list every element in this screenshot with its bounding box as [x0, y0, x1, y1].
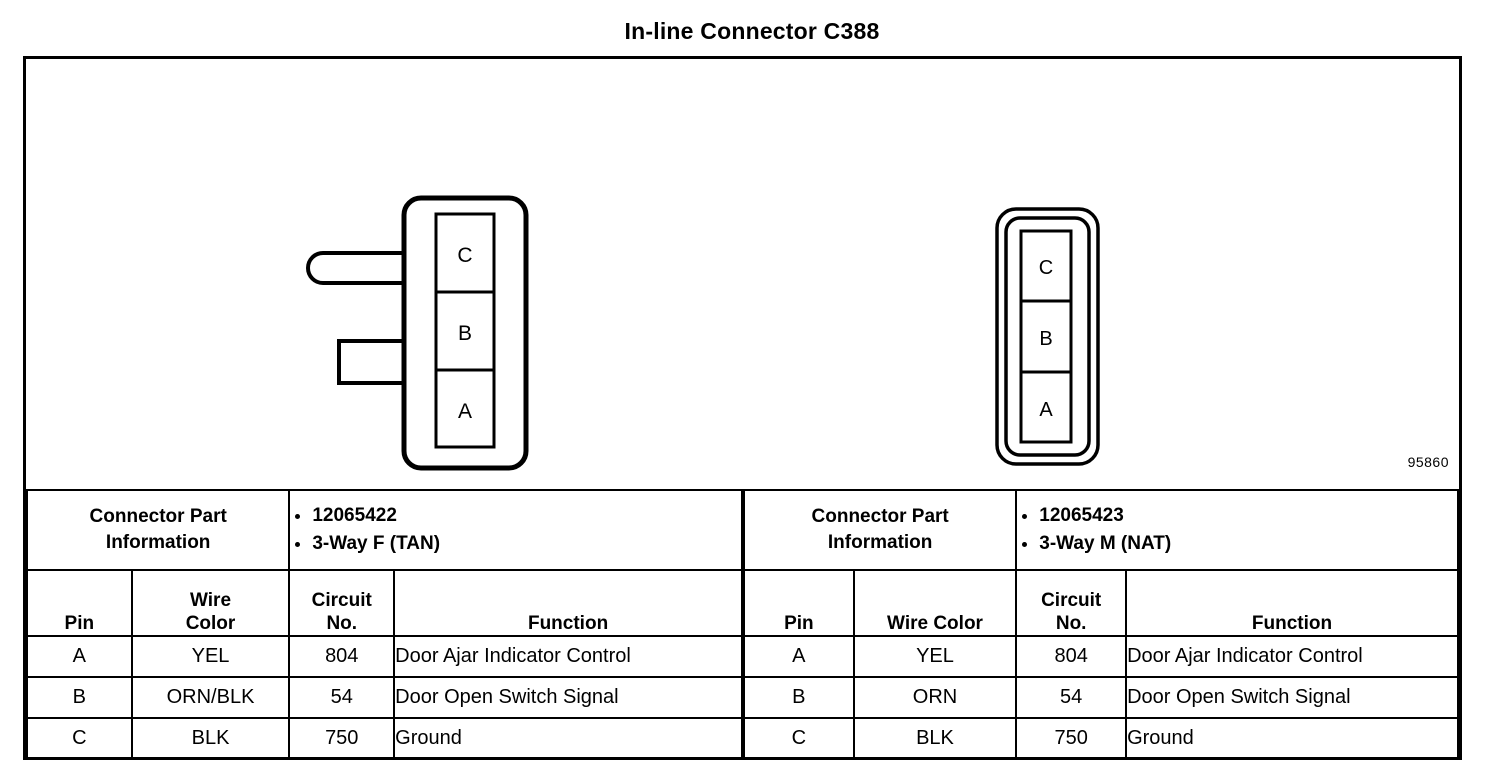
table-row: B ORN/BLK 54 Door Open Switch Signal — [26, 676, 743, 719]
left-connector-cell-label-b: B — [458, 322, 472, 345]
left-header-row: Pin Wire Color Circuit No. Function — [26, 569, 743, 637]
left-row1-pin: B — [26, 676, 133, 719]
right-part-info-row: Connector Part Information 12065423 3-Wa… — [742, 489, 1459, 571]
connector-drawing-svg: C B A C B A — [306, 195, 1100, 471]
right-header-pin: Pin — [743, 569, 855, 637]
left-header-wire-color-line1: Wire — [190, 589, 232, 611]
right-header-circuit-no-line2: No. — [1055, 612, 1087, 634]
left-header-wire-color-line2: Color — [185, 612, 236, 634]
right-part-info-label: Connector Part Information — [742, 489, 1018, 571]
diagram-sheet: C B A C B A 95860 — [23, 56, 1462, 760]
left-row1-function: Door Open Switch Signal — [393, 676, 743, 719]
left-row0-circuit-no: 804 — [288, 635, 396, 678]
left-part-info-label: Connector Part Information — [25, 489, 291, 571]
left-part-number: 12065422 — [312, 504, 741, 529]
right-header-function: Function — [1125, 569, 1459, 637]
right-row1-circuit-no: 54 — [1015, 676, 1128, 719]
left-part-info-row: Connector Part Information 12065422 3-Wa… — [25, 489, 743, 571]
left-header-circuit-no: Circuit No. — [288, 569, 396, 637]
right-row1-pin: B — [743, 676, 855, 719]
right-row2-circuit-no: 750 — [1015, 717, 1128, 760]
right-part-info-label-line1: Connector Part — [811, 506, 949, 528]
right-connector-cell-label-a: A — [1039, 399, 1053, 421]
table-row: C BLK 750 Ground — [743, 717, 1459, 760]
left-header-wire-color: Wire Color — [130, 569, 291, 637]
left-connector-cavity-block — [434, 212, 496, 449]
right-connector-graphic: C B A — [995, 207, 1100, 466]
left-header-circuit-no-line2: No. — [326, 612, 358, 634]
right-part-number: 12065423 — [1039, 504, 1457, 529]
left-part-info-label-line2: Information — [105, 532, 211, 553]
left-header-function: Function — [393, 569, 743, 637]
connector-illustration: C B A C B A 95860 — [26, 59, 1459, 489]
table-row: A YEL 804 Door Ajar Indicator Control — [26, 635, 743, 678]
right-row0-function: Door Ajar Indicator Control — [1125, 635, 1459, 678]
left-header-pin: Pin — [26, 569, 133, 637]
left-connector-graphic: C B A — [306, 195, 529, 471]
right-connector-cell-label-c: C — [1039, 257, 1053, 279]
right-part-info-label-line2: Information — [827, 532, 933, 553]
left-row2-function: Ground — [393, 717, 743, 760]
right-row1-wire-color: ORN — [852, 676, 1018, 719]
table-row: B ORN 54 Door Open Switch Signal — [743, 676, 1459, 719]
left-connector-table: Connector Part Information 12065422 3-Wa… — [25, 489, 743, 760]
right-row2-function: Ground — [1125, 717, 1459, 760]
left-part-info-values: 12065422 3-Way F (TAN) — [288, 489, 743, 571]
left-row1-wire-color: ORN/BLK — [130, 676, 291, 719]
right-header-wire-color: Wire Color — [852, 569, 1018, 637]
left-part-type: 3-Way F (TAN) — [312, 532, 741, 557]
right-connector-table: Connector Part Information 12065423 3-Wa… — [742, 489, 1459, 760]
left-connector-lower-tab — [337, 339, 409, 385]
left-row0-function: Door Ajar Indicator Control — [393, 635, 743, 678]
right-row0-circuit-no: 804 — [1015, 635, 1128, 678]
right-row1-function: Door Open Switch Signal — [1125, 676, 1459, 719]
left-row2-wire-color: BLK — [130, 717, 291, 760]
right-row0-wire-color: YEL — [852, 635, 1018, 678]
left-row2-pin: C — [26, 717, 133, 760]
left-connector-cell-label-a: A — [458, 400, 472, 423]
right-row0-pin: A — [743, 635, 855, 678]
page-title: In-line Connector C388 — [624, 18, 880, 44]
right-connector-cell-label-b: B — [1039, 328, 1052, 350]
right-row2-wire-color: BLK — [852, 717, 1018, 760]
left-header-circuit-no-line1: Circuit — [311, 589, 372, 611]
right-header-circuit-no: Circuit No. — [1015, 569, 1128, 637]
right-connector-cavity-block — [1019, 229, 1073, 444]
table-row: C BLK 750 Ground — [26, 717, 743, 760]
right-row2-pin: C — [743, 717, 855, 760]
table-row: A YEL 804 Door Ajar Indicator Control — [743, 635, 1459, 678]
left-row0-wire-color: YEL — [130, 635, 291, 678]
left-connector-upper-tab — [306, 251, 408, 285]
right-header-row: Pin Wire Color Circuit No. Function — [743, 569, 1459, 637]
connector-tables: Connector Part Information 12065422 3-Wa… — [25, 489, 1459, 760]
right-part-type: 3-Way M (NAT) — [1039, 532, 1457, 557]
left-part-info-label-line1: Connector Part — [89, 506, 227, 528]
left-row0-pin: A — [26, 635, 133, 678]
left-connector-cell-label-c: C — [457, 244, 472, 267]
left-row2-circuit-no: 750 — [288, 717, 396, 760]
left-row1-circuit-no: 54 — [288, 676, 396, 719]
figure-reference-number: 95860 — [1407, 454, 1449, 470]
right-part-info-values: 12065423 3-Way M (NAT) — [1015, 489, 1459, 571]
right-header-circuit-no-line1: Circuit — [1041, 589, 1102, 611]
